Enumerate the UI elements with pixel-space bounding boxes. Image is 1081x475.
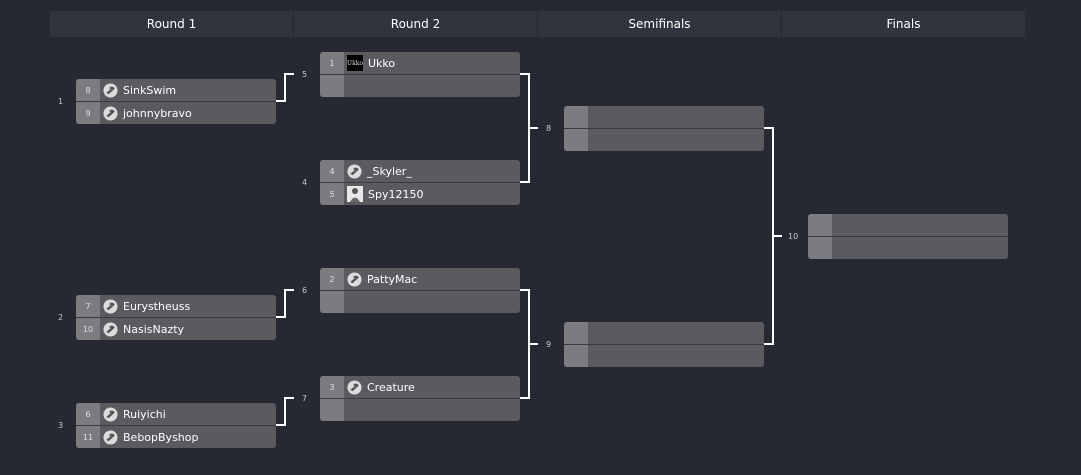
participant-name[interactable]: Creature (367, 380, 415, 394)
participant-slot[interactable] (320, 75, 520, 97)
participant-name[interactable]: _Skyler_ (367, 164, 412, 178)
match-number: 7 (302, 394, 308, 403)
match-2[interactable]: 7 Eurystheuss 10 NasisNazty (76, 295, 276, 340)
participant-slot[interactable] (320, 399, 520, 421)
match-number: 2 (58, 313, 64, 322)
match-number: 10 (788, 232, 799, 241)
match-9[interactable] (564, 322, 764, 367)
connector-1-5 (276, 73, 294, 102)
participant-slot[interactable] (320, 291, 520, 313)
participant-slot[interactable]: 8 SinkSwim (76, 79, 276, 102)
seed-number (564, 322, 588, 344)
round-header-semifinals: Semifinals (538, 11, 781, 37)
connector-6-7-9 (520, 289, 538, 399)
participant-slot[interactable]: 10 NasisNazty (76, 318, 276, 340)
seed-number: 4 (320, 160, 344, 182)
match-4[interactable]: 4 _Skyler_ 5 Spy12150 (320, 160, 520, 205)
participant-name[interactable]: PattyMac (367, 272, 418, 286)
seed-number: 8 (76, 79, 100, 101)
seed-number: 6 (76, 403, 100, 425)
participant-slot[interactable] (564, 345, 764, 367)
seed-number (564, 129, 588, 151)
round-header-2: Round 2 (294, 11, 537, 37)
seed-number (320, 291, 344, 313)
match-7[interactable]: 3 Creature (320, 376, 520, 421)
round-header-finals: Finals (782, 11, 1025, 37)
shield-icon (103, 429, 118, 445)
participant-slot[interactable]: 11 BebopByshop (76, 426, 276, 448)
participant-slot[interactable]: 1 Ukko Ukko (320, 52, 520, 75)
connector-8-9-10 (764, 127, 782, 345)
seed-number: 5 (320, 183, 344, 205)
seed-number (564, 345, 588, 367)
participant-slot[interactable]: 2 PattyMac (320, 268, 520, 291)
seed-number (808, 214, 832, 236)
participant-name[interactable]: Ukko (368, 56, 396, 70)
shield-icon (103, 105, 118, 121)
shield-icon (347, 379, 362, 395)
round-header-1: Round 1 (50, 11, 293, 37)
match-number: 5 (302, 70, 308, 79)
seed-number (320, 399, 344, 421)
participant-name[interactable]: BebopByshop (123, 430, 199, 444)
photo-avatar (347, 186, 363, 202)
match-3[interactable]: 6 Ruiyichi 11 BebopByshop (76, 403, 276, 448)
match-1[interactable]: 8 SinkSwim 9 johnnybravo (76, 79, 276, 124)
participant-name[interactable]: johnnybravo (123, 106, 192, 120)
seed-number: 9 (76, 102, 100, 124)
seed-number: 10 (76, 318, 100, 340)
connector-5-4-8 (520, 73, 538, 183)
participant-slot[interactable]: 4 _Skyler_ (320, 160, 520, 183)
seed-number: 1 (320, 52, 344, 74)
participant-slot[interactable] (564, 129, 764, 151)
participant-slot[interactable]: 6 Ruiyichi (76, 403, 276, 426)
connector-3-7 (276, 397, 294, 426)
participant-name[interactable]: SinkSwim (123, 83, 177, 97)
match-number: 6 (302, 286, 308, 295)
match-number: 3 (58, 421, 64, 430)
participant-slot[interactable]: 3 Creature (320, 376, 520, 399)
participant-slot[interactable]: 9 johnnybravo (76, 102, 276, 124)
match-6[interactable]: 2 PattyMac (320, 268, 520, 313)
match-8[interactable] (564, 106, 764, 151)
match-number: 9 (546, 340, 552, 349)
seed-number (320, 75, 344, 97)
seed-number: 2 (320, 268, 344, 290)
match-number: 1 (58, 97, 64, 106)
match-number: 8 (546, 124, 552, 133)
participant-name[interactable]: NasisNazty (123, 322, 185, 336)
participant-slot[interactable]: 7 Eurystheuss (76, 295, 276, 318)
connector-2-6 (276, 289, 294, 318)
seed-number: 11 (76, 426, 100, 448)
participant-slot[interactable] (564, 106, 764, 129)
match-5[interactable]: 1 Ukko Ukko (320, 52, 520, 97)
seed-number (564, 106, 588, 128)
shield-icon (103, 82, 118, 98)
participant-slot[interactable]: 5 Spy12150 (320, 183, 520, 205)
participant-slot[interactable] (808, 214, 1008, 237)
seed-number (808, 237, 832, 259)
ukko-avatar: Ukko (347, 55, 363, 71)
seed-number: 7 (76, 295, 100, 317)
shield-icon (347, 163, 362, 179)
match-number: 4 (302, 178, 308, 187)
match-10[interactable] (808, 214, 1008, 259)
shield-icon (103, 321, 118, 337)
participant-name[interactable]: Spy12150 (368, 187, 424, 201)
shield-icon (103, 298, 118, 314)
participant-slot[interactable] (564, 322, 764, 345)
participant-slot[interactable] (808, 237, 1008, 259)
seed-number: 3 (320, 376, 344, 398)
participant-name[interactable]: Ruiyichi (123, 407, 166, 421)
shield-icon (103, 406, 118, 422)
shield-icon (347, 271, 362, 287)
participant-name[interactable]: Eurystheuss (123, 299, 191, 313)
